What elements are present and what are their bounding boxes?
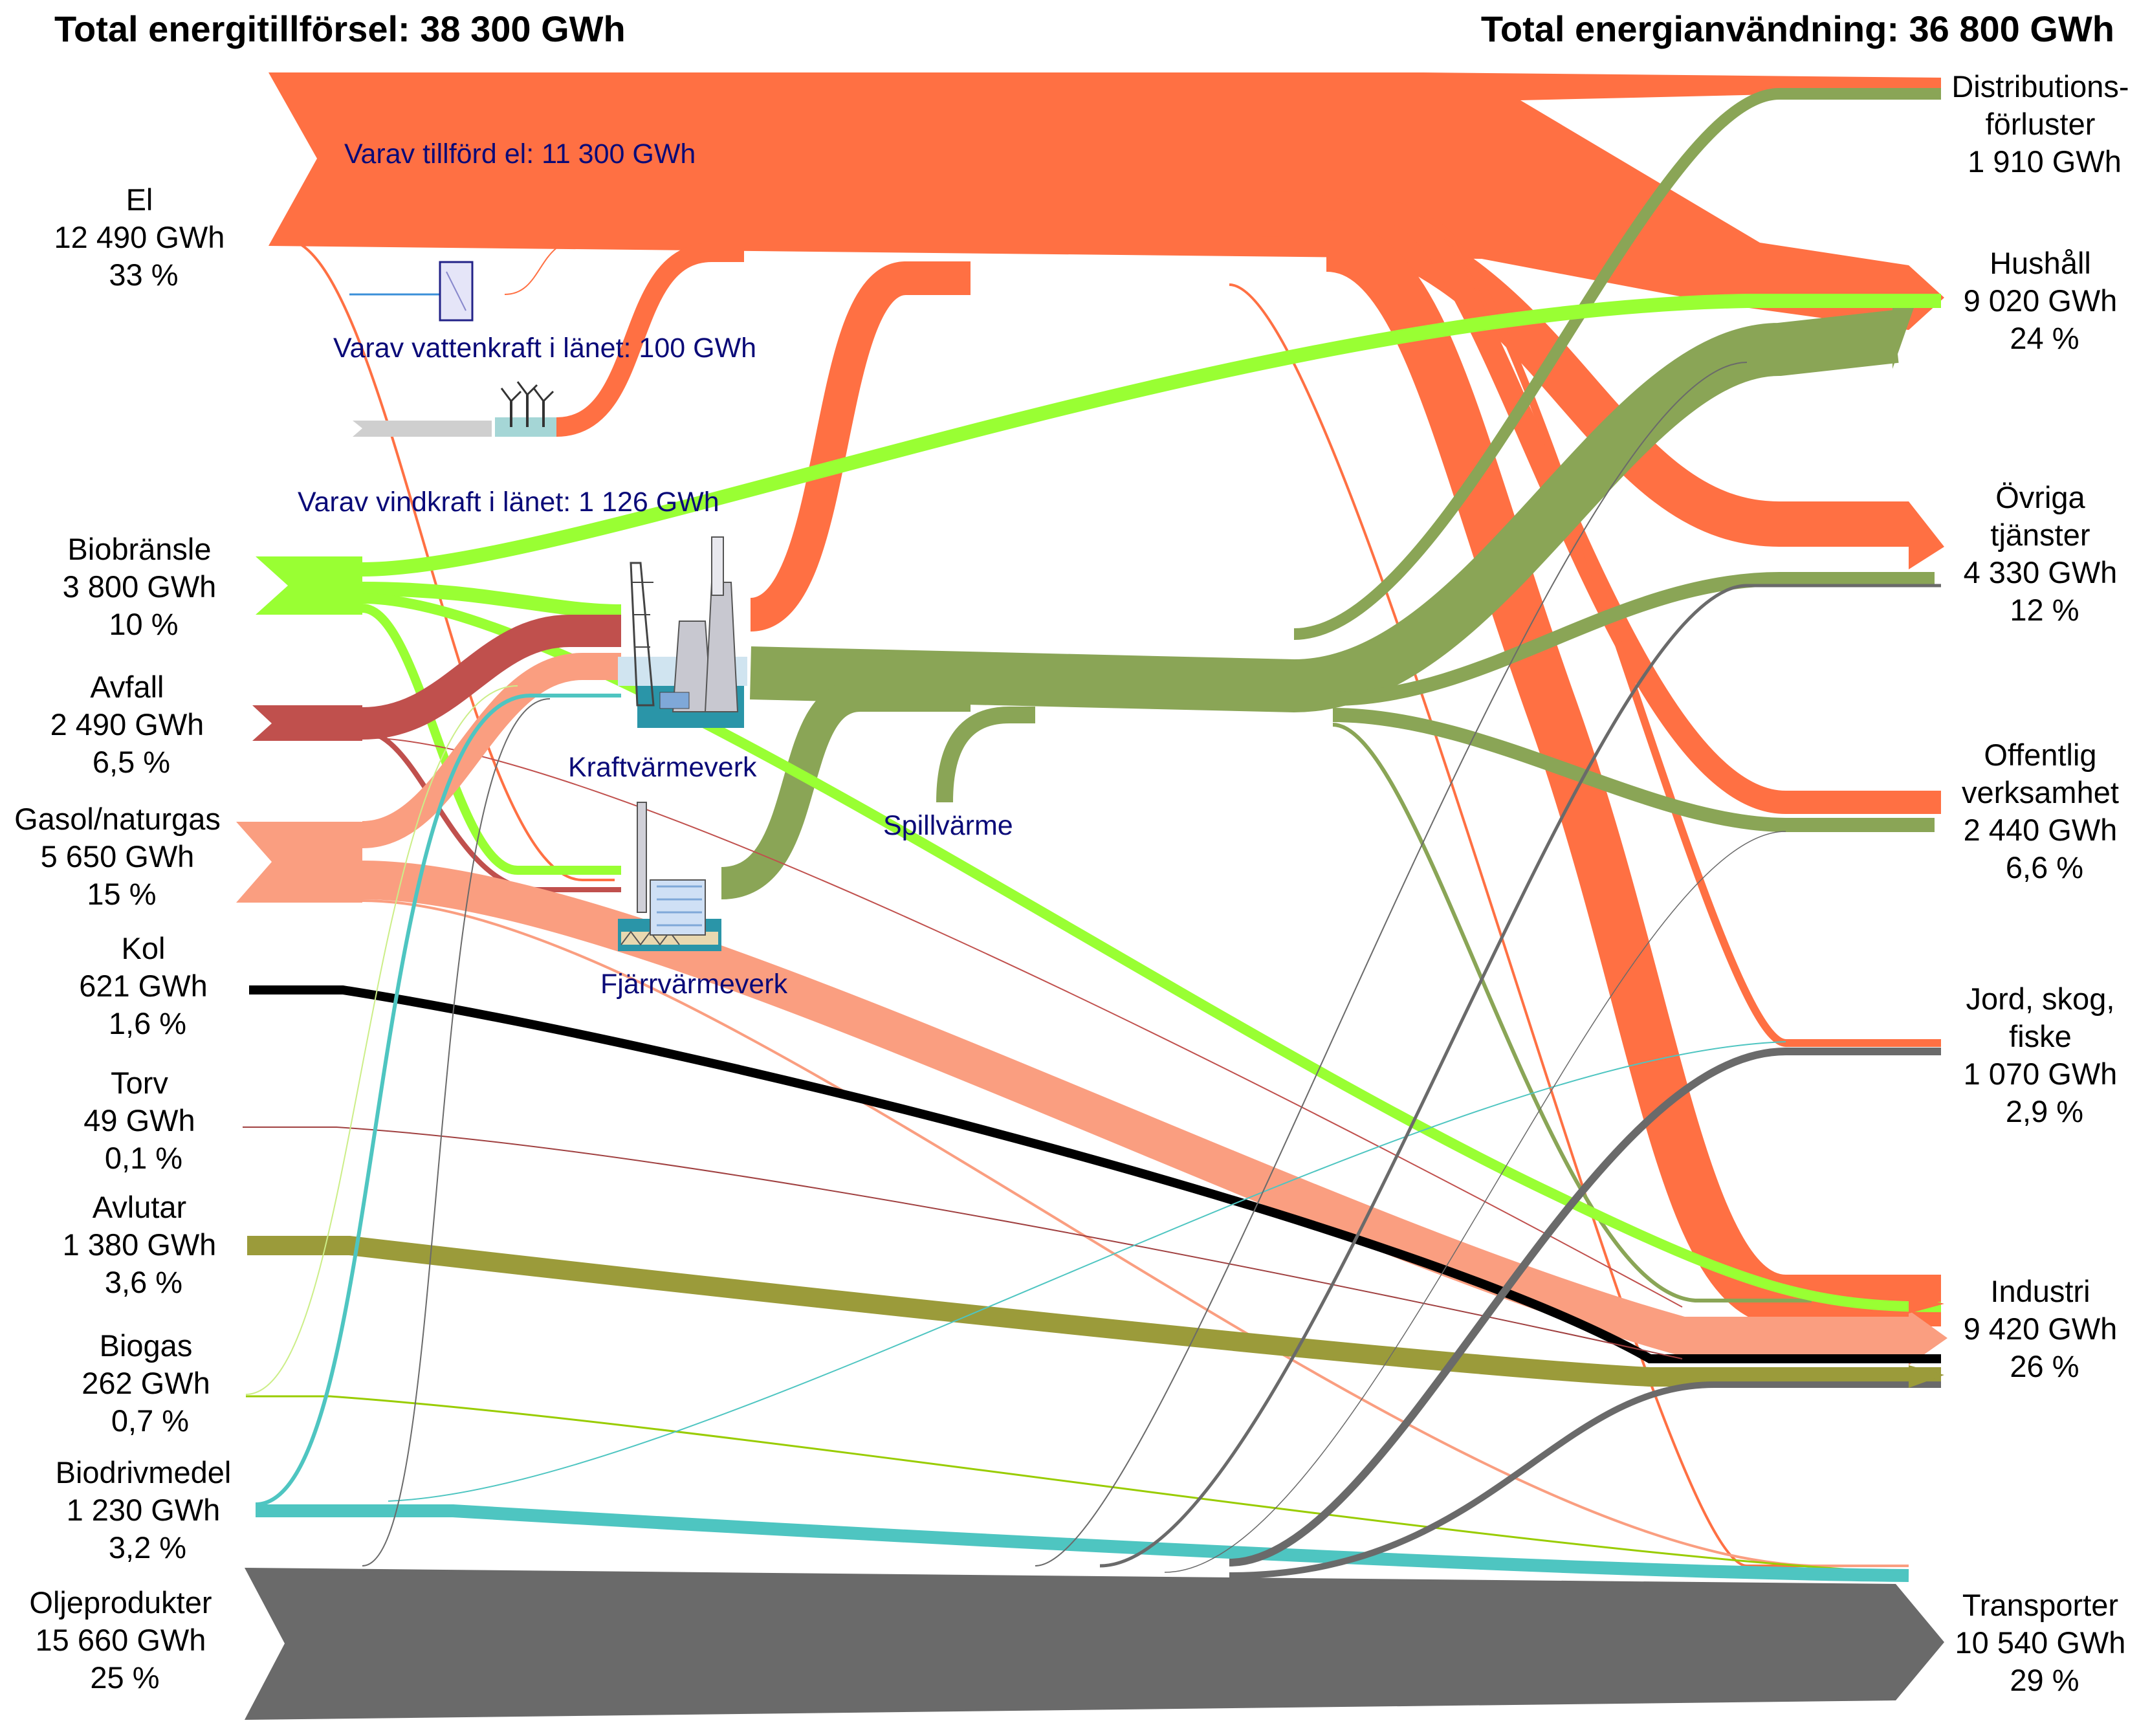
arrow-industri-gas bbox=[1909, 1310, 1947, 1365]
flow-el-jord bbox=[1423, 216, 1941, 1047]
flow-olja-chp bbox=[362, 698, 551, 1566]
flow-avfall-source bbox=[252, 705, 362, 741]
flow-olja-jord bbox=[1229, 1048, 1941, 1566]
source-label-biogas: Biogas 262 GWh 0,7 % bbox=[82, 1328, 219, 1438]
use-total-title: Total energianvändning: 36 800 GWh bbox=[1481, 8, 2114, 49]
flow-biodriv-transport bbox=[256, 1504, 1909, 1582]
flow-el-industri bbox=[1324, 220, 1941, 1326]
flow-avfall-chp bbox=[362, 615, 621, 740]
arrow-industri-avlutar bbox=[1909, 1365, 1944, 1388]
wind-plant-icon bbox=[353, 381, 556, 437]
note-chp: Kraftvärmeverk bbox=[568, 752, 757, 783]
flow-avfall-thin bbox=[362, 737, 1683, 1308]
flow-el-ovriga bbox=[1261, 191, 1909, 547]
flow-biodriv-thin bbox=[388, 1041, 1786, 1502]
flow-gas-source bbox=[236, 822, 362, 903]
district-heating-plant-icon bbox=[618, 802, 721, 951]
flow-olja-industri bbox=[1229, 1381, 1941, 1579]
note-heating-plant: Fjärrvärmeverk bbox=[600, 969, 788, 1000]
supply-total-title: Total energitillförsel: 38 300 GWh bbox=[54, 8, 626, 49]
flow-biodriv-chp bbox=[255, 694, 621, 1506]
flow-torv bbox=[243, 1126, 1683, 1359]
flow-bio-chp bbox=[362, 582, 622, 619]
source-label-avfall: Avfall 2 490 GWh 6,5 % bbox=[50, 670, 213, 779]
chp-plant-icon bbox=[618, 536, 747, 728]
flow-avlutar-industri bbox=[247, 1236, 1941, 1387]
flow-el-transporter bbox=[1229, 283, 1902, 1567]
sink-label-distribution: Distributions- förluster 1 910 GWh bbox=[1951, 69, 2137, 179]
sink-label-transporter: Transporter 10 540 GWh 29 % bbox=[1955, 1588, 2134, 1697]
flow-fjarrvarme-main bbox=[750, 310, 1899, 713]
source-label-avlutar: Avlutar 1 380 GWh 3,6 % bbox=[63, 1190, 225, 1299]
flow-biogas-transport bbox=[246, 1395, 1845, 1570]
source-labels: El 12 490 GWh 33 % Biobränsle 3 800 GWh … bbox=[14, 182, 240, 1695]
sink-label-industri: Industri 9 420 GWh 26 % bbox=[1964, 1274, 2126, 1383]
source-label-biobransle: Biobränsle 3 800 GWh 10 % bbox=[63, 532, 225, 641]
flow-chp-el bbox=[748, 261, 971, 632]
flow-biogas-chp bbox=[245, 685, 518, 1395]
flow-bands bbox=[236, 72, 1947, 1720]
flow-gas-transport bbox=[362, 899, 1909, 1567]
flow-bio-source bbox=[256, 556, 362, 615]
sink-labels: Distributions- förluster 1 910 GWh Hushå… bbox=[1951, 69, 2137, 1697]
flow-olja-transporter bbox=[245, 1568, 1944, 1720]
flow-spillvarme bbox=[936, 707, 1035, 803]
flow-fjarrvarme-ovriga bbox=[1332, 572, 1935, 706]
sink-label-jord: Jord, skog, fiske 1 070 GWh 2,9 % bbox=[1964, 982, 2126, 1128]
flow-olja-offentlig bbox=[1164, 831, 1786, 1573]
source-label-biodrivmedel: Biodrivmedel 1 230 GWh 3,2 % bbox=[56, 1455, 240, 1565]
flow-fjarrvarme-industri bbox=[1332, 723, 1812, 1302]
flow-olja-ovriga bbox=[1099, 584, 1941, 1568]
hydro-plant-icon bbox=[349, 261, 474, 322]
source-label-olja: Oljeprodukter 15 660 GWh 25 % bbox=[29, 1585, 220, 1695]
flow-bio-hushall bbox=[362, 294, 1941, 577]
note-hydro: Varav vattenkraft i länet: 100 GWh bbox=[333, 333, 756, 364]
arrow-hushall-fv bbox=[1892, 304, 1915, 369]
source-label-gas: Gasol/naturgas 5 650 GWh 15 % bbox=[14, 802, 229, 911]
flow-olja-hushall bbox=[1035, 362, 1748, 1566]
flow-gas-chp bbox=[361, 653, 621, 848]
arrow-ovriga bbox=[1909, 501, 1944, 569]
flow-el-main bbox=[269, 72, 1944, 330]
flow-fjarrvarme-dist bbox=[1293, 88, 1941, 640]
flow-fjv-out bbox=[720, 679, 971, 899]
sink-label-ovriga: Övriga tjänster 4 330 GWh 12 % bbox=[1964, 480, 2126, 627]
note-wind: Varav vindkraft i länet: 1 126 GWh bbox=[298, 487, 719, 518]
sink-label-offentlig: Offentlig verksamhet 2 440 GWh 6,6 % bbox=[1962, 738, 2127, 884]
sink-label-hushall: Hushåll 9 020 GWh 24 % bbox=[1964, 246, 2126, 355]
note-waste-heat: Spillvärme bbox=[883, 810, 1013, 841]
source-label-torv: Torv 49 GWh 0,1 % bbox=[83, 1066, 203, 1175]
flow-el-plants bbox=[284, 238, 615, 881]
note-imported-el: Varav tillförd el: 11 300 GWh bbox=[344, 138, 696, 170]
flow-fjarrvarme-offentlig bbox=[1332, 708, 1935, 832]
source-label-kol: Kol 621 GWh 1,6 % bbox=[79, 931, 216, 1040]
arrow-industri bbox=[1909, 1294, 1944, 1313]
flow-wind-el bbox=[556, 243, 744, 437]
flow-kol-industri bbox=[249, 985, 1941, 1363]
source-label-el: El 12 490 GWh 33 % bbox=[54, 182, 234, 292]
flow-hydro bbox=[504, 239, 583, 295]
